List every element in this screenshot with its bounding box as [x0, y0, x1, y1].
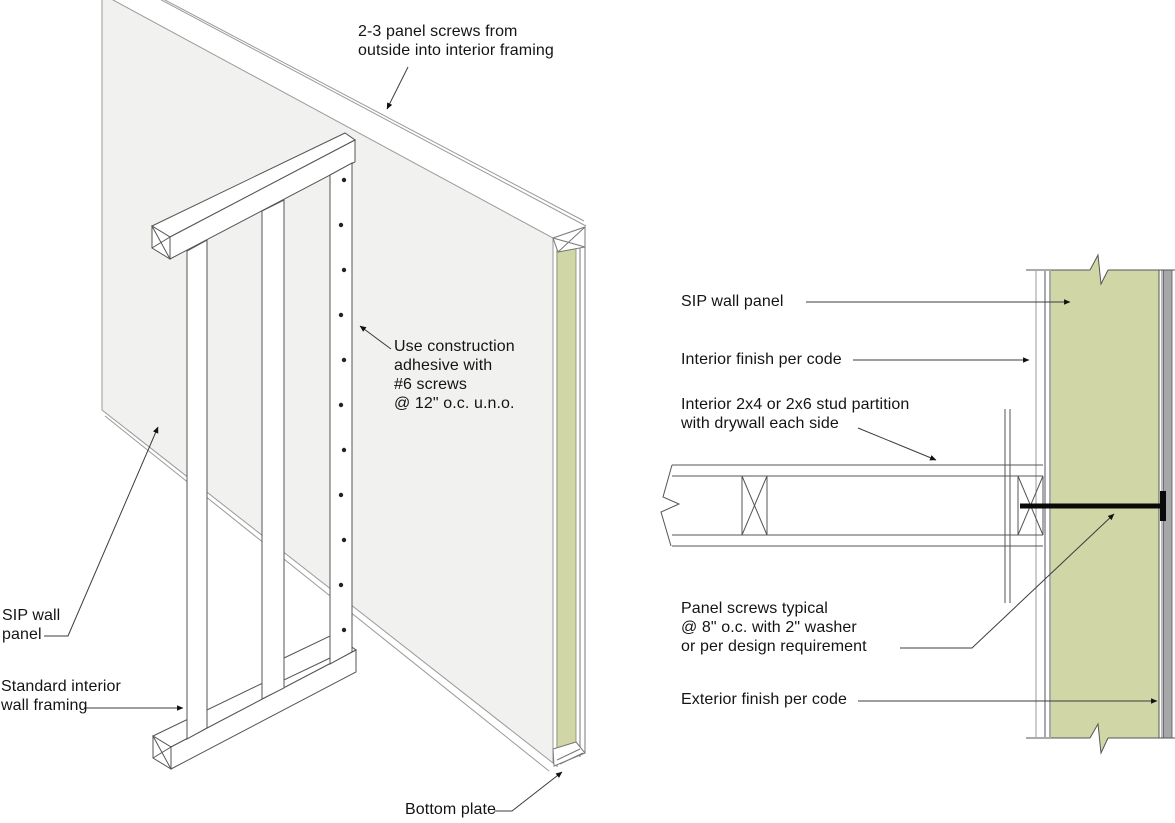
- leader-sip-panel: [44, 426, 159, 637]
- leader-lines-left: [44, 66, 563, 812]
- break-symbol-partition: [660, 464, 681, 547]
- framing-stud: [261, 199, 285, 700]
- leader-bottom-plate: [494, 771, 563, 812]
- framing-stud: [329, 162, 353, 665]
- leader-lines-right: [806, 299, 1158, 704]
- partition-plan-section: [660, 409, 1044, 603]
- label-sip-wall-panel-iso: SIP wall panel: [2, 607, 61, 643]
- label-stud-partition: Interior 2x4 or 2x6 stud partition with …: [681, 396, 910, 432]
- leader-adhesive: [359, 325, 392, 350]
- label-sip-wall-panel-plan: SIP wall panel: [681, 293, 784, 310]
- label-construction-adhesive: Use construction adhesive with #6 screws…: [394, 338, 515, 412]
- framing-stud: [186, 239, 208, 740]
- sip-panel-isometric: [101, 0, 587, 772]
- foam-core-edge: [556, 239, 577, 750]
- leader-partition: [857, 427, 937, 461]
- label-exterior-finish: Exterior finish per code: [681, 691, 848, 708]
- panel-screw-symbol: [1020, 491, 1166, 521]
- framing-blocking: [283, 635, 331, 681]
- label-interior-finish: Interior finish per code: [681, 351, 842, 368]
- leader-panel-screws: [386, 66, 409, 110]
- adhesive-screw-dots: [338, 177, 347, 633]
- label-panel-screws-plan: Panel screws typical @ 8" o.c. with 2" w…: [681, 600, 867, 655]
- label-bottom-plate: Bottom plate: [405, 801, 497, 818]
- stud-symbol: [741, 475, 768, 536]
- label-standard-interior-framing: Standard interior wall framing: [1, 678, 121, 714]
- label-panel-screws-iso: 2-3 panel screws from outside into inter…: [358, 23, 554, 59]
- leader-panel-screws: [900, 513, 1115, 649]
- interior-framing-isometric: [150, 132, 357, 770]
- break-symbol-bottom: [1089, 722, 1109, 755]
- panel-face: [101, 0, 554, 765]
- panel-top-plate-edge: [163, 0, 585, 222]
- break-symbol-top: [1089, 253, 1109, 286]
